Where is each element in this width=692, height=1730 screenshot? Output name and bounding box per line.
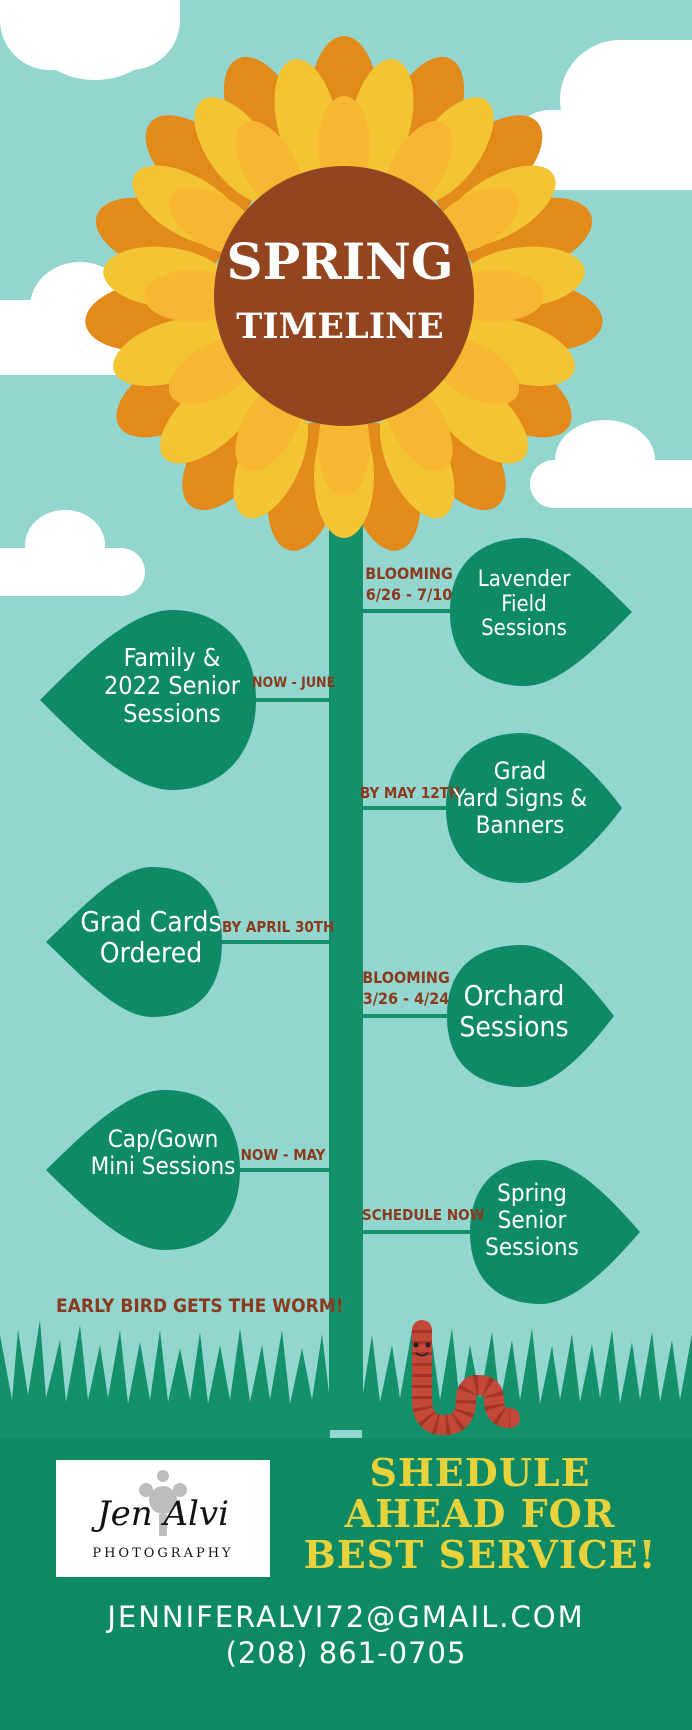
timeline-tag-cap-gown: NOW - MAY: [240, 1146, 326, 1164]
timeline-label-lavender: Lavender Field Sessions: [477, 567, 571, 642]
timeline-label-grad-signs: Grad Yard Signs & Banners: [452, 757, 588, 839]
sunflower-head: [85, 36, 603, 551]
stem: [329, 470, 363, 1430]
contact-email[interactable]: JENNIFERALVI72@GMAIL.COM: [107, 1600, 585, 1634]
cloud: [30, 0, 160, 80]
timeline-tag-grad-cards: BY APRIL 30TH: [222, 918, 335, 936]
title-line-2: TIMELINE: [236, 306, 444, 347]
contact-phone[interactable]: (208) 861-0705: [225, 1636, 467, 1670]
timeline-tag-grad-signs: BY MAY 12TH: [360, 784, 461, 802]
sunflower-center: [214, 166, 474, 426]
cloud: [25, 510, 105, 580]
leaf-right-3: [447, 945, 614, 1087]
cloud: [560, 40, 692, 160]
footer-tagline: SHEDULE AHEAD FOR BEST SERVICE!: [303, 1450, 657, 1578]
timeline-tag-lavender: BLOOMING 6/26 - 7/10: [365, 564, 453, 604]
early-bird-text: EARLY BIRD GETS THE WORM!: [56, 1295, 344, 1317]
leaf-left-3: [46, 1090, 240, 1250]
logo: Jen Alvi PHOTOGRAPHY: [56, 1460, 270, 1577]
logo-script: Jen Alvi: [97, 1494, 229, 1534]
timeline-label-orchard: Orchard Sessions: [459, 979, 569, 1044]
leaf-right-1: [450, 538, 632, 686]
cloud: [555, 420, 655, 500]
timeline-label-cap-gown: Cap/Gown Mini Sessions: [90, 1125, 236, 1180]
timeline-tag-spring-senior: SCHEDULE NOW: [362, 1206, 485, 1224]
leaf-right-4: [470, 1160, 640, 1304]
timeline-label-spring-senior: Spring Senior Sessions: [485, 1179, 579, 1261]
leaf-left-1: [40, 610, 256, 790]
timeline-label-grad-cards: Grad Cards Ordered: [80, 905, 222, 970]
title-line-1: SPRING: [226, 232, 454, 291]
logo-subtitle: PHOTOGRAPHY: [92, 1546, 234, 1561]
leaf-right-2: [446, 733, 622, 883]
timeline-label-family: Family & 2022 Senior Sessions: [104, 643, 240, 728]
worm-illustration: [412, 1320, 520, 1436]
timeline-tag-orchard: BLOOMING 3/26 - 4/24: [362, 968, 450, 1008]
grass: [0, 1320, 692, 1440]
leaf-left-2: [46, 867, 222, 1017]
timeline-tag-family: NOW - JUNE: [252, 675, 336, 691]
